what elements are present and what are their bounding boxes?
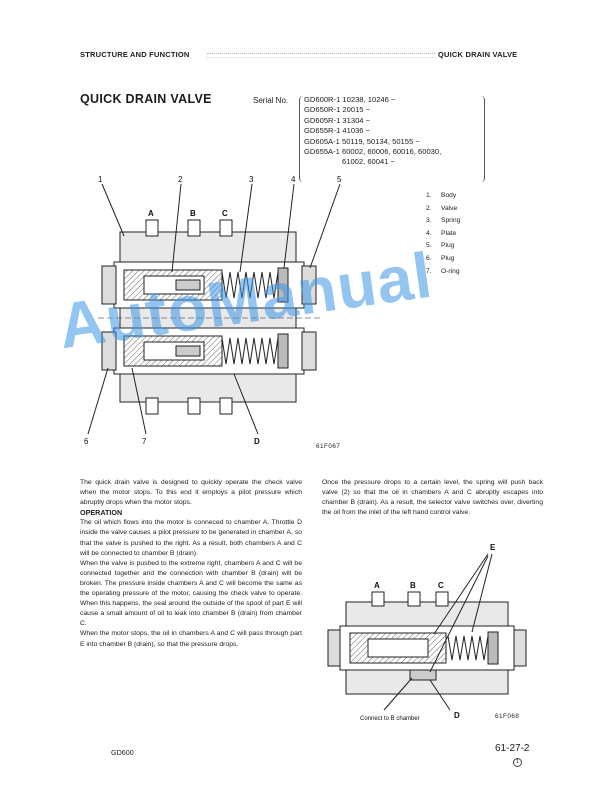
serial-line: GD655A-1 60002, 60006, 60016, 60030, <box>304 147 442 157</box>
serial-line: GD605R-1 31304 ~ <box>304 115 371 125</box>
callout-4: 4 <box>291 175 296 184</box>
footer-model: GD600 <box>111 748 134 757</box>
part-item: 1.Body <box>426 192 457 199</box>
chamber-b-label: B <box>190 209 196 218</box>
part-item: 6.Plug <box>426 254 455 262</box>
text-column-right: Once the pressure drops to a certain lev… <box>322 478 543 518</box>
serial-label: Serial No. <box>253 96 289 105</box>
text-column-left: The quick drain valve is designed to qui… <box>80 478 302 650</box>
part-e-label: E <box>490 543 496 552</box>
serial-line: GD605A-1 50119, 50134, 50155 ~ <box>304 136 420 146</box>
throttle-d-label: D <box>254 437 260 446</box>
operation-paragraph: The oil which flows into the motor is co… <box>80 519 302 557</box>
part-item: 3.Spring <box>426 217 461 225</box>
callout-2: 2 <box>178 175 183 184</box>
operation-paragraph: When the motor stops, the oil in chamber… <box>80 630 302 648</box>
serial-line: GD600R-1 10238, 10246 ~ <box>304 95 396 104</box>
chamber-c-label: C <box>222 209 228 218</box>
footer-revision-mark: 1 <box>513 758 522 767</box>
serial-line: 61002, 60041 ~ <box>342 157 395 167</box>
operation-paragraph: When the valve is pushed to the extreme … <box>80 559 302 628</box>
part-item: 5.Plug <box>426 242 455 250</box>
part-item: 7.O-ring <box>426 267 460 275</box>
callout-3: 3 <box>249 175 254 184</box>
chamber-a-label: A <box>148 209 154 218</box>
callout-7: 7 <box>142 437 147 446</box>
footer-page-number: 61-27-2 <box>495 743 530 754</box>
parts-list: 1.Body 2.Valve 3.Spring 4.Plate 5.Plug 6… <box>426 190 460 278</box>
callout-1: 1 <box>98 175 103 184</box>
chamber-c-label: C <box>438 581 444 590</box>
page-title: QUICK DRAIN VALVE <box>80 92 212 106</box>
figure1-code: 61F067 <box>316 443 341 450</box>
serial-line: GD650R-1 20015 ~ <box>304 105 371 115</box>
right-paragraph: Once the pressure drops to a certain lev… <box>322 479 543 517</box>
valve-cross-section-figure: 1 2 3 4 5 6 7 A B C D <box>84 175 342 446</box>
serial-line: GD655R-1 41036 ~ <box>304 126 371 136</box>
valve-operation-figure: E A B C D Connect to B chamber <box>327 543 527 722</box>
serial-list: GD600R-1 10238, 10246 ~ GD650R-1 20015 ~… <box>304 95 441 168</box>
operation-heading: OPERATION <box>80 508 123 518</box>
part-item: 2.Valve <box>426 204 458 212</box>
serial-bracket-left <box>299 96 305 182</box>
part-item: 4.Plate <box>426 229 457 237</box>
chamber-a-label: A <box>374 581 380 590</box>
callout-6: 6 <box>84 437 89 446</box>
callout-5: 5 <box>337 175 342 184</box>
header-section-title: STRUCTURE AND FUNCTION <box>80 50 190 59</box>
figure2-caption: Connect to B chamber <box>360 716 420 722</box>
intro-paragraph: The quick drain valve is designed to qui… <box>80 479 302 507</box>
chamber-b-label: B <box>410 581 416 590</box>
throttle-d-label: D <box>454 711 460 720</box>
header-topic-title: QUICK DRAIN VALVE <box>438 50 518 59</box>
figure2-code: 61F068 <box>495 713 520 720</box>
header-rule <box>207 53 435 58</box>
serial-bracket-right <box>479 96 485 182</box>
